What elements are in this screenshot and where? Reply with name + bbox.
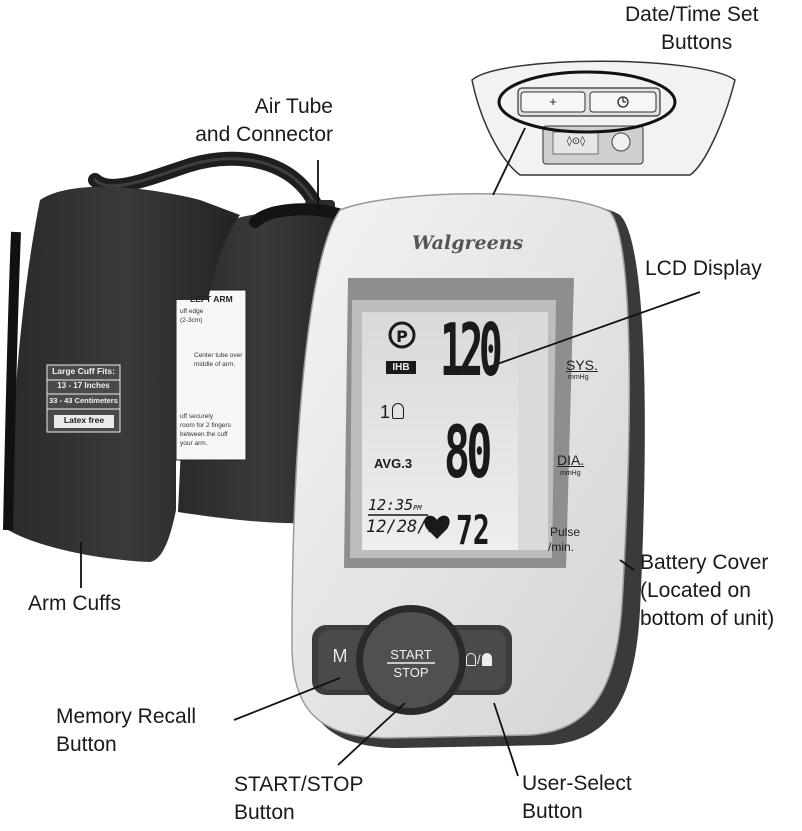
pulse-reading: 72 xyxy=(456,508,490,554)
memory-recall-button[interactable]: M xyxy=(332,646,348,666)
callout-line: Memory Recall xyxy=(56,705,197,728)
callout-lcd-display: LCD Display xyxy=(645,255,762,283)
callout-date-time-set-buttons: Date/Time Set Buttons xyxy=(625,1,758,57)
avg-label: AVG.3 xyxy=(374,456,413,471)
time-display: 12:35PM xyxy=(368,496,422,514)
brand-logo: Walgreens xyxy=(412,232,524,254)
callout-arm-cuffs: Arm Cuffs xyxy=(28,590,121,618)
user-icon xyxy=(392,403,405,419)
lcd-display xyxy=(362,312,518,550)
dia-label: DIA. xyxy=(557,452,585,468)
cuff-back-title: LEFT ARM xyxy=(190,294,233,304)
callout-memory-recall: Memory Recall Button xyxy=(56,703,196,759)
cuff-back-text: uff securely xyxy=(180,413,214,420)
sys-unit: mmHg xyxy=(568,374,589,381)
highlight-ellipse xyxy=(497,70,677,134)
callout-line: Button xyxy=(234,801,295,824)
user-number: 1 xyxy=(380,402,405,423)
callout-line: Button xyxy=(522,800,583,823)
cuff-tag-inches: 13 - 17 Inches xyxy=(57,381,110,390)
clock-icon xyxy=(617,96,629,108)
ihb-badge xyxy=(386,361,416,374)
cuff-back-text: your arm. xyxy=(180,440,208,447)
cuff-back-text: room for 2 fingers xyxy=(180,422,231,429)
user-number-text: 1 xyxy=(380,402,391,422)
callout-line: Battery Cover xyxy=(640,551,769,574)
callout-user-select: User-Select Button xyxy=(522,770,632,826)
cuff-back-text: middle of arm. xyxy=(194,361,236,368)
diastolic-reading: 80 xyxy=(444,410,492,494)
user-select-filled-icon xyxy=(481,653,492,666)
callout-line: User-Select xyxy=(522,772,632,795)
user-select-slash: / xyxy=(477,652,481,667)
plus-label: + xyxy=(549,94,557,109)
cuff-tag-title: Large Cuff Fits: xyxy=(52,366,115,376)
plus-button[interactable] xyxy=(520,91,586,113)
callout-line: Date/Time Set xyxy=(625,3,759,26)
callout-line: and Connector xyxy=(195,123,333,146)
cuff-back-text: uff edge xyxy=(180,308,204,315)
leader-lines xyxy=(80,127,701,777)
callout-line: LCD Display xyxy=(645,257,762,280)
ihb-label: IHB xyxy=(392,362,410,373)
systolic-reading: 120 xyxy=(440,308,503,392)
cuff-back-text: between the cuff xyxy=(180,431,228,438)
callout-line: Air Tube xyxy=(254,95,333,118)
user-select-button[interactable]: / xyxy=(466,652,506,672)
cuff-tag-latex: Latex free xyxy=(63,415,105,425)
start-stop-button[interactable]: START STOP xyxy=(371,646,451,682)
user-select-icon xyxy=(466,653,476,666)
svg-text:P: P xyxy=(396,327,408,346)
pressure-icon xyxy=(388,321,416,349)
cuff-instruction-label xyxy=(175,289,247,461)
cuff-back-text: Center tube over xyxy=(194,352,243,359)
pulse-unit: /min. xyxy=(548,540,575,554)
arm-cuff-front xyxy=(8,186,240,562)
time-value: 12:35 xyxy=(368,496,414,514)
callout-line: START/STOP xyxy=(234,773,364,796)
callout-line: Buttons xyxy=(661,31,733,54)
sys-label: SYS. xyxy=(566,357,598,373)
stop-label: STOP xyxy=(393,665,429,680)
cuff-tag-centimeters: 33 - 43 Centimeters xyxy=(49,396,118,405)
callout-line: (Located on xyxy=(640,579,751,602)
date-display: 12/28/10 xyxy=(366,517,448,537)
callout-air-tube: Air Tube and Connector xyxy=(172,93,333,149)
callout-line: bottom of unit) xyxy=(640,607,775,630)
cuff-back-text: (2-3cm) xyxy=(180,317,203,324)
callout-line: Button xyxy=(56,733,117,756)
callout-battery-cover: Battery Cover (Located on bottom of unit… xyxy=(640,549,774,633)
callout-line: Arm Cuffs xyxy=(28,592,121,615)
time-suffix: PM xyxy=(413,504,422,512)
battery-symbols: ◊⊙◊ xyxy=(566,136,586,147)
start-label: START xyxy=(390,647,432,662)
pulse-label: Pulse xyxy=(550,525,581,539)
dia-unit: mmHg xyxy=(560,470,581,477)
callout-start-stop: START/STOP Button xyxy=(234,771,364,827)
